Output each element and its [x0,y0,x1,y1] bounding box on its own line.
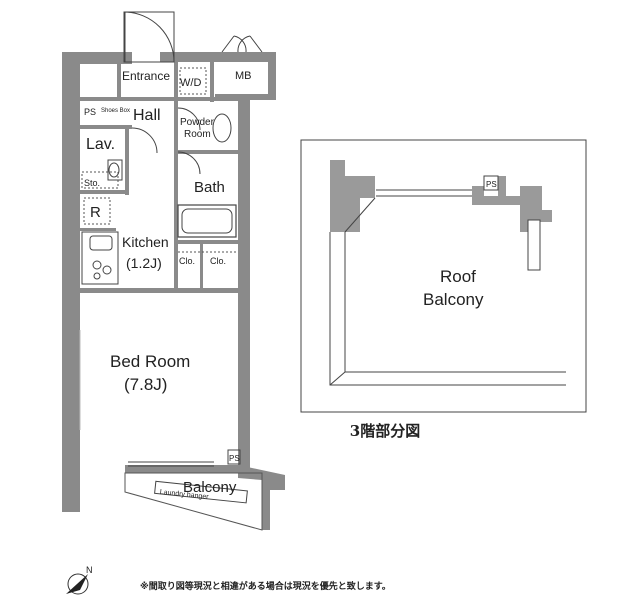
mb-bottom-wall [215,94,275,100]
compass-label: N [86,565,93,575]
disclaimer-note: ※間取り図等現況と相違がある場合は現況を優先と致します。 [140,582,391,592]
refrigerator-box [83,197,111,225]
toilet [212,113,232,143]
balcony-bottom-wall [125,465,240,473]
label-roof-balcony: Balcony [423,290,484,309]
label-ps-top: PS [84,107,96,117]
label-hall: Hall [133,107,161,124]
mb-right-wall [268,52,276,100]
balcony-right-wall [238,465,285,530]
balcony-outline [124,472,263,531]
north-arrow-icon: N [66,565,93,595]
top-wall-2 [160,52,232,62]
lower-left-wall [68,300,78,512]
wd-box [179,67,207,95]
label-lav: Lav. [86,136,115,153]
right-wall [238,100,250,475]
label-bed-room: Bed Room [110,352,190,371]
third-floor-ps-label: PS [486,180,497,189]
label-bed-room-size: (7.8J) [124,375,167,394]
label-mb: MB [235,70,252,82]
entrance-door [124,11,175,63]
label-sto: Sto. [84,178,100,188]
label-kitchen-size: (1.2J) [126,255,162,271]
label-ps-bottom: PS [229,454,240,463]
label-roof: Roof [440,267,476,286]
third-floor-plan: PS Roof Balcony [300,139,587,413]
label-entrance: Entrance [122,69,170,83]
unit-plan [62,11,285,531]
label-r: R [90,204,101,221]
kitchen-counter [81,231,119,285]
label-kitchen: Kitchen [122,234,169,250]
third-floor-caption: 3階部分図 [349,422,421,440]
label-powder-room-1: Powder [180,117,215,128]
label-wd: W/D [180,77,201,89]
third-floor-frame [300,139,587,413]
room-labels: Entrance W/D MB PS Shoes Box Hall Powder… [84,69,252,501]
mb-doors [221,35,263,53]
mb-wall [215,52,275,62]
label-clo-2: Clo. [210,256,226,266]
label-clo-1: Clo. [179,256,195,266]
third-floor-left-structure [330,160,375,232]
top-wall [62,52,132,64]
laundry-hanger [154,480,248,504]
label-balcony: Balcony [183,479,237,496]
bathtub [177,204,237,238]
label-powder-room-2: Room [184,129,211,140]
label-shoes-box: Shoes Box [101,108,130,114]
label-bath: Bath [194,179,225,196]
